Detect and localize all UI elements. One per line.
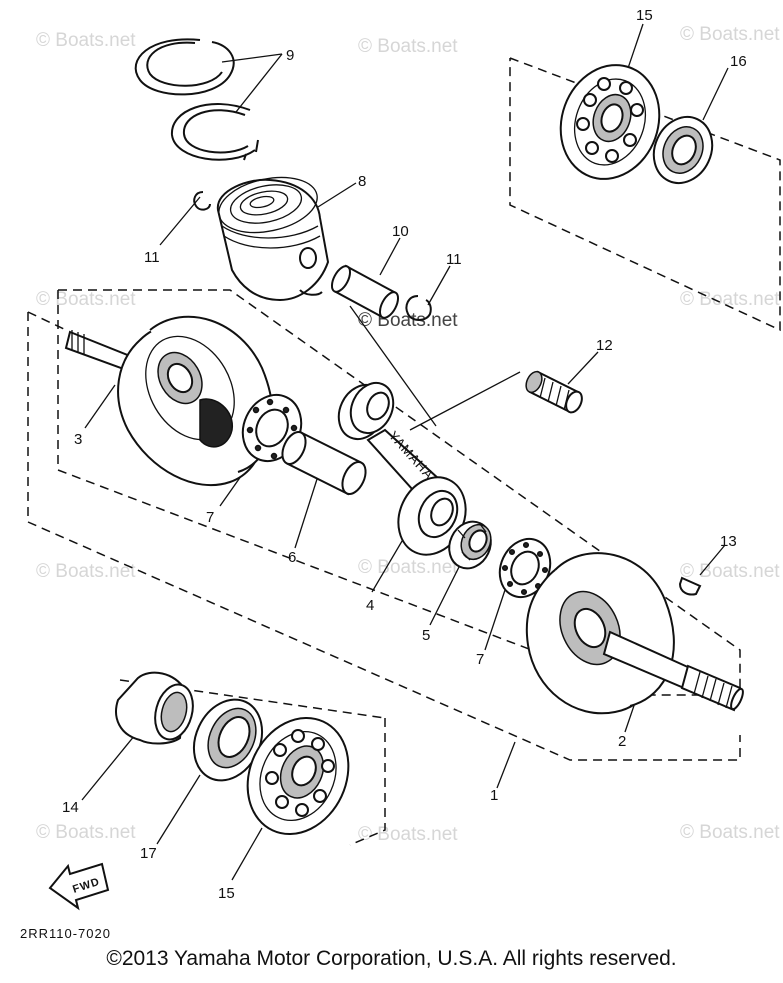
leader-lines — [81, 23, 729, 881]
watermark: © Boats.net — [36, 561, 136, 582]
drawing-code: 2RR110-7020 — [20, 926, 111, 940]
label-13: 13 — [720, 533, 737, 550]
piston-pin — [330, 264, 400, 320]
label-11-right: 11 — [446, 251, 462, 268]
watermark: © Boats.net — [680, 24, 780, 45]
crank-group-outline — [57, 290, 700, 696]
fwd-arrow-icon: FWD — [48, 862, 110, 911]
crank-right — [525, 552, 744, 715]
lower-bearing-outline — [349, 718, 386, 846]
crank-left — [64, 315, 274, 487]
washer-right — [498, 537, 552, 599]
ball-bearing-bottom — [246, 716, 350, 836]
watermark: © Boats.net — [680, 561, 780, 582]
small-end-bearing — [525, 370, 583, 414]
label-6: 6 — [288, 549, 296, 566]
label-1: 1 — [490, 787, 498, 804]
watermark: © Boats.net — [358, 36, 458, 57]
watermark: © Boats.net — [680, 289, 780, 310]
circlip-right — [405, 295, 432, 321]
part-labels: 15 16 9 8 10 11 11 12 3 7 6 4 5 7 13 2 1… — [62, 7, 747, 902]
label-11-left: 11 — [144, 249, 160, 266]
label-17: 17 — [140, 845, 157, 862]
piston — [216, 176, 330, 302]
label-3: 3 — [74, 431, 82, 448]
label-16: 16 — [730, 53, 747, 70]
exploded-parts-diagram: © Boats.net © Boats.net © Boats.net © Bo… — [20, 7, 781, 940]
watermark: © Boats.net — [36, 822, 136, 843]
piston-rings — [134, 38, 259, 161]
crank-group-outline-top — [58, 289, 741, 705]
watermark: © Boats.net — [680, 822, 780, 843]
watermark: © Boats.net — [36, 30, 136, 51]
copyright-notice: ©2013 Yamaha Motor Corporation, U.S.A. A… — [106, 947, 677, 970]
watermark: © Boats.net — [358, 824, 458, 845]
label-12: 12 — [596, 337, 613, 354]
watermark: © Boats.net — [358, 557, 458, 578]
label-15-bottom: 15 — [218, 885, 235, 902]
label-10: 10 — [392, 223, 409, 240]
label-2: 2 — [618, 733, 626, 750]
bearing-group-outline — [509, 57, 781, 332]
crankshaft-assembly-outline — [27, 312, 741, 761]
oil-seal-bottom — [192, 698, 264, 782]
label-15-top: 15 — [636, 7, 653, 24]
ball-bearing-top — [559, 64, 661, 180]
big-end-bearing — [448, 520, 492, 570]
label-4: 4 — [366, 597, 374, 614]
label-7-right: 7 — [476, 651, 484, 668]
watermark: © Boats.net — [36, 289, 136, 310]
label-5: 5 — [422, 627, 430, 644]
assembly-outlines — [27, 57, 781, 846]
woodruff-key — [678, 576, 702, 596]
label-8: 8 — [358, 173, 366, 190]
crankshaft-assembly-outline-end — [27, 311, 67, 331]
circlip-left — [193, 191, 211, 211]
label-9: 9 — [286, 47, 294, 64]
crank-pin — [281, 430, 367, 496]
label-7-left: 7 — [206, 509, 214, 526]
collar — [115, 671, 194, 745]
oil-seal-top — [652, 115, 714, 185]
label-14: 14 — [62, 799, 79, 816]
